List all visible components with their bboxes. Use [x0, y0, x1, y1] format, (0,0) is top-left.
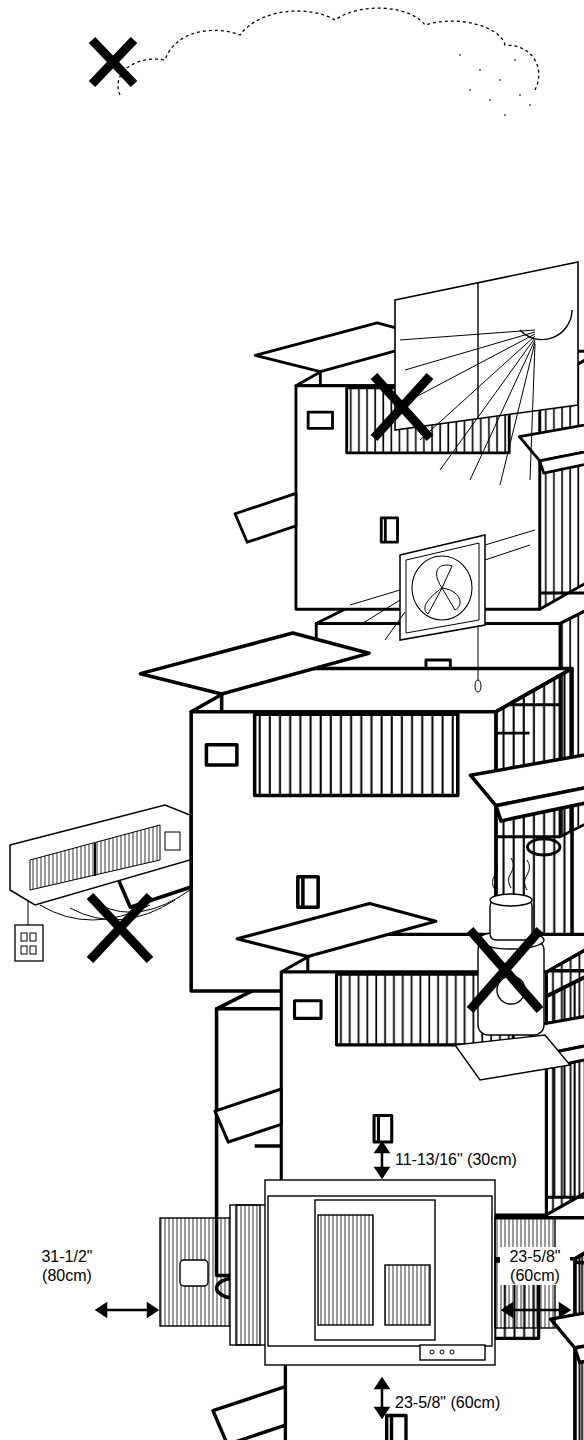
clearance-dimension: 23-5/8" (60cm)	[393, 1393, 502, 1412]
clearance-dimension: 23-5/8" (60cm)	[500, 1247, 570, 1285]
air-conditioner-heater-scene	[10, 805, 584, 1440]
fan-scene	[215, 530, 584, 1440]
clearance-top-view	[160, 1180, 555, 1365]
clearance-dimension: 31-1/2" (80cm)	[32, 1247, 102, 1285]
clearance-arrows	[97, 1143, 569, 1417]
clearance-dimension: 11-13/16" (30cm)	[393, 1150, 519, 1169]
